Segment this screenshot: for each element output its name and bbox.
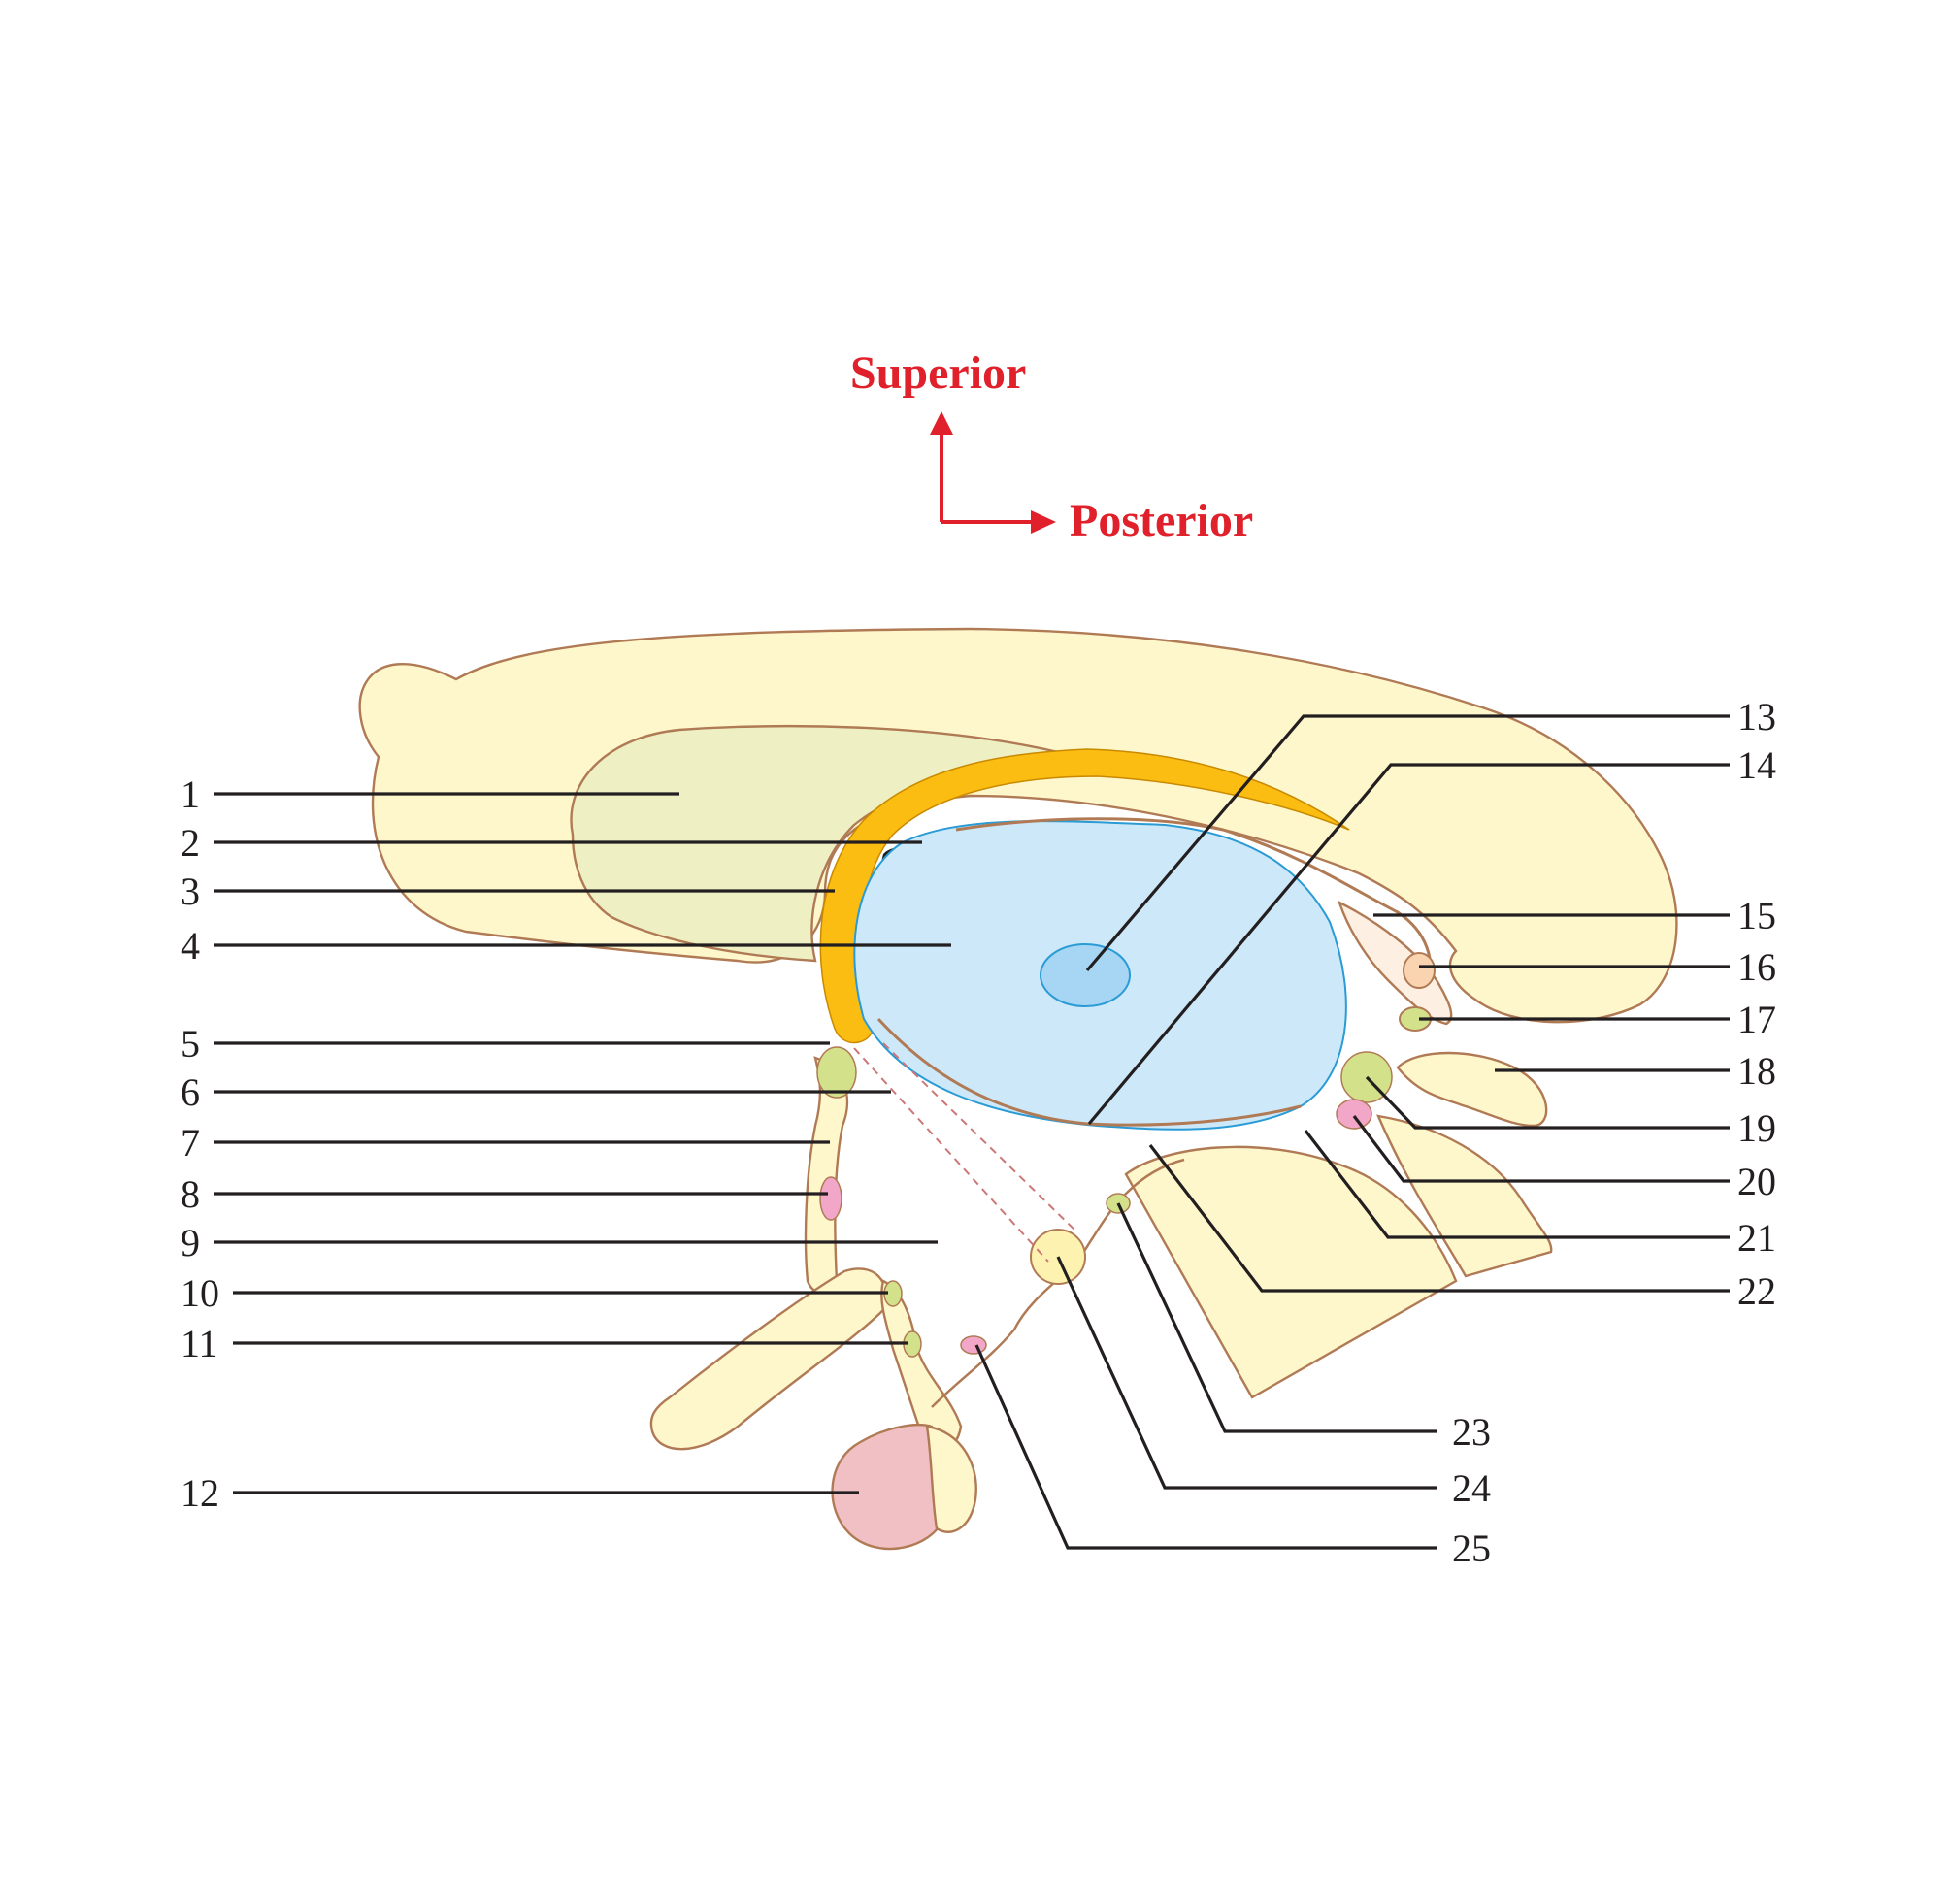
label-14: 14 xyxy=(1737,743,1776,787)
posterior-pituitary xyxy=(925,1425,977,1533)
leader-24 xyxy=(1056,1256,1437,1490)
label-3: 3 xyxy=(181,870,200,913)
thalamus-core xyxy=(1040,943,1131,1007)
dashed-tract-a xyxy=(853,1047,1049,1263)
superior-arrowhead xyxy=(930,411,953,435)
label-9: 9 xyxy=(181,1221,200,1264)
label-20: 20 xyxy=(1737,1160,1776,1203)
label-4: 4 xyxy=(181,924,200,968)
leader-23 xyxy=(1116,1202,1437,1433)
posterior-arrowhead xyxy=(1031,510,1056,534)
brainstem xyxy=(1124,1145,1458,1399)
label-numbers: 1 2 3 4 5 6 7 8 9 10 11 12 13 14 15 16 1… xyxy=(181,695,1776,1570)
label-24: 24 xyxy=(1452,1466,1491,1510)
pink-nucleus-20 xyxy=(1336,1099,1372,1130)
label-18: 18 xyxy=(1737,1049,1776,1093)
leader-lines xyxy=(214,714,1730,1550)
leader-22 xyxy=(1148,1144,1730,1293)
green-nucleus-5 xyxy=(816,1046,857,1099)
label-25: 25 xyxy=(1452,1526,1491,1570)
pink-nucleus-25 xyxy=(960,1335,987,1355)
posterior-region xyxy=(1337,900,1453,1026)
label-11: 11 xyxy=(181,1322,218,1365)
orientation-indicator: Superior Posterior xyxy=(850,347,1253,546)
ventricle-floor xyxy=(876,1017,1302,1127)
label-19: 19 xyxy=(1737,1106,1776,1150)
leader-25 xyxy=(974,1344,1437,1550)
leader-14 xyxy=(1087,763,1730,1126)
label-17: 17 xyxy=(1737,998,1776,1041)
label-10: 10 xyxy=(181,1271,219,1315)
label-2: 2 xyxy=(181,821,200,865)
label-16: 16 xyxy=(1737,945,1776,989)
label-5: 5 xyxy=(181,1022,200,1066)
ventricle-membrane xyxy=(955,817,1433,991)
dashed-tract-b xyxy=(882,1042,1078,1233)
label-23: 23 xyxy=(1452,1410,1491,1454)
tectum-region xyxy=(1396,1051,1548,1128)
label-13: 13 xyxy=(1737,695,1776,739)
label-22: 22 xyxy=(1737,1269,1776,1313)
leader-13 xyxy=(1085,714,1730,972)
label-7: 7 xyxy=(181,1121,200,1165)
leader-19 xyxy=(1365,1075,1730,1130)
label-8: 8 xyxy=(181,1172,200,1216)
label-21: 21 xyxy=(1737,1216,1776,1260)
leader-21 xyxy=(1304,1130,1730,1239)
label-15: 15 xyxy=(1737,894,1776,937)
pink-nucleus-8 xyxy=(819,1176,842,1221)
label-6: 6 xyxy=(181,1070,200,1114)
label-12: 12 xyxy=(181,1471,219,1515)
anatomy xyxy=(358,627,1678,1551)
label-1: 1 xyxy=(181,772,200,816)
frontal-extension xyxy=(649,1267,887,1451)
superior-label: Superior xyxy=(850,347,1026,399)
leader-20 xyxy=(1352,1115,1730,1183)
pineal-body xyxy=(1403,952,1436,989)
posterior-label: Posterior xyxy=(1070,495,1253,546)
